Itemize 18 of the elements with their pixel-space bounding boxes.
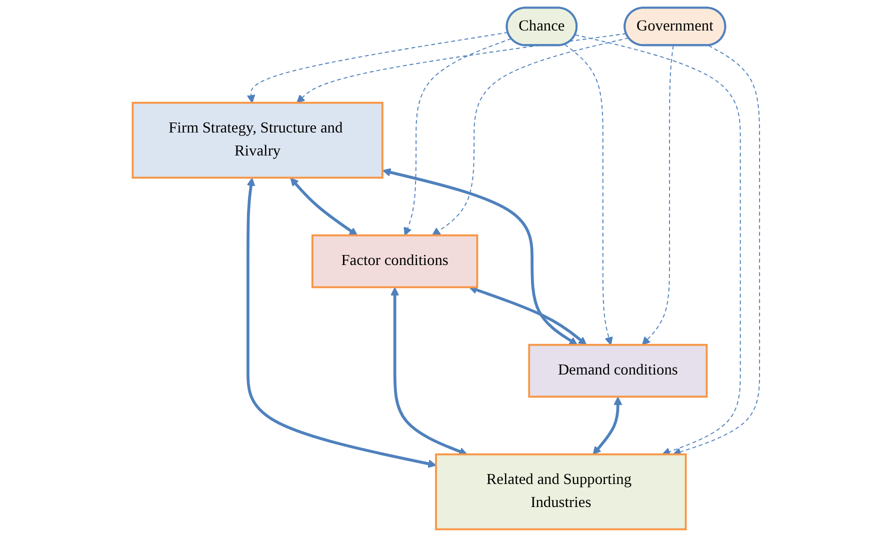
node-box: Factor conditions <box>312 234 479 288</box>
arrow <box>469 286 588 346</box>
arrow <box>404 38 512 236</box>
arrow <box>296 33 628 104</box>
node-box: Related and Supporting Industries <box>435 453 688 530</box>
arrow <box>290 178 358 236</box>
arrow <box>382 168 578 346</box>
arrow <box>247 32 509 104</box>
arrow <box>246 178 437 468</box>
arrow <box>673 45 760 456</box>
arrow <box>390 287 468 456</box>
node-box: Demand conditions <box>528 344 708 398</box>
arrow <box>642 45 674 346</box>
arrow <box>564 44 614 346</box>
arrow <box>593 396 623 455</box>
arrow <box>575 34 742 456</box>
node-box: Firm Strategy, Structure and Rivalry <box>132 102 384 179</box>
arrow <box>432 37 630 236</box>
